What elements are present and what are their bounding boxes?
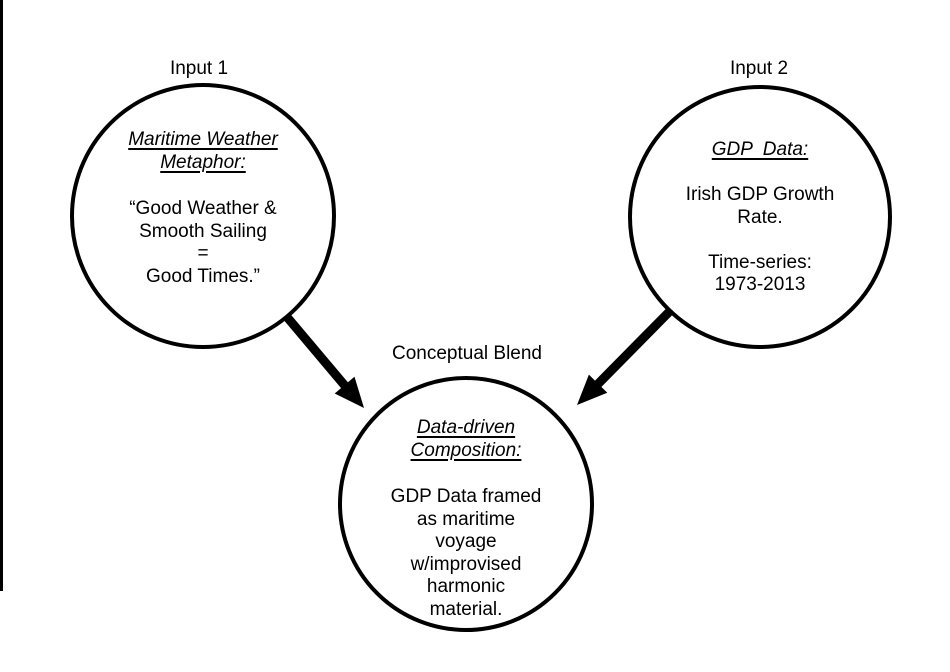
- input2-body: Irish GDP Growth Rate. Time-series: 1973…: [685, 184, 835, 295]
- page-edge-artifact-line: [0, 0, 3, 591]
- input2-circle: [628, 85, 892, 349]
- blend-heading: Data-driven Composition:: [410, 417, 522, 461]
- input1-label: Input 1: [169, 58, 229, 79]
- blend-body: GDP Data framed as maritime voyage w/imp…: [390, 486, 542, 620]
- input1-circle: [70, 83, 336, 349]
- input1-heading: Maritime Weather Metaphor:: [128, 129, 278, 173]
- arrow-input1-to-blend-icon: [283, 314, 364, 408]
- arrow-input2-to-blend-icon: [577, 308, 673, 405]
- input1-body: “Good Weather & Smooth Sailing = Good Ti…: [129, 198, 277, 287]
- input2-heading: GDP Data:: [711, 139, 809, 160]
- blend-circle: [338, 376, 594, 632]
- blend-label: Conceptual Blend: [392, 343, 542, 364]
- input2-label: Input 2: [729, 58, 789, 79]
